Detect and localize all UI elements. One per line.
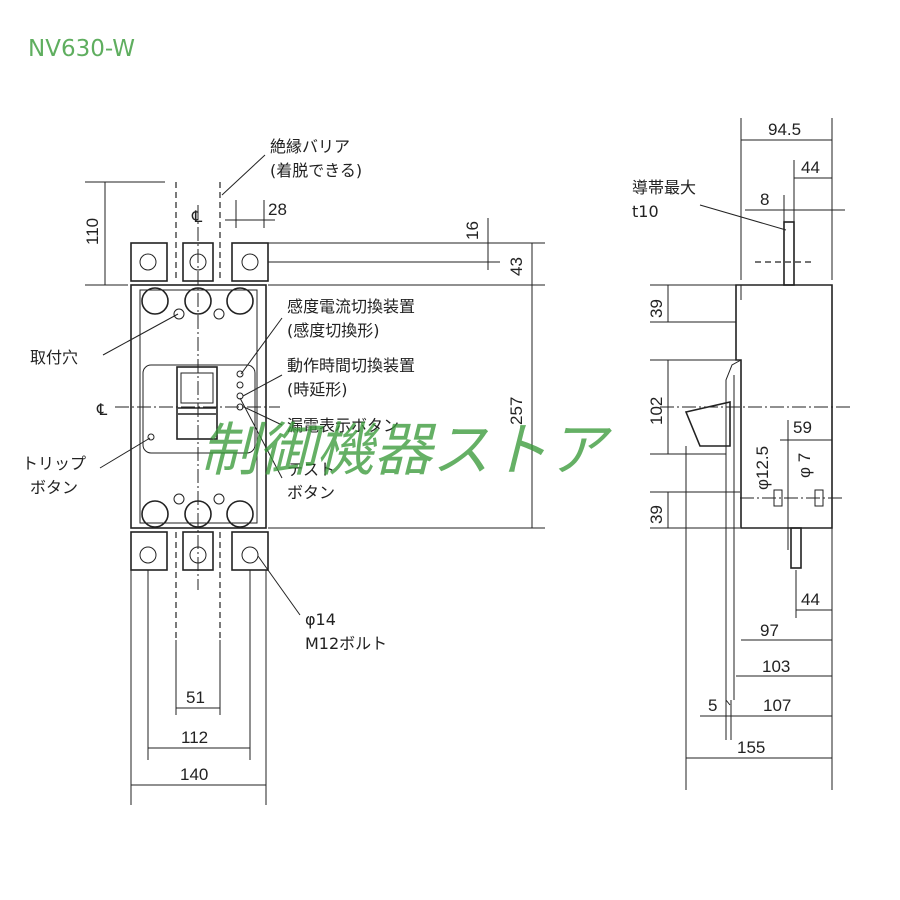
terminal-tab-right-bot — [231, 531, 269, 571]
label-test-1: テスト — [287, 460, 335, 479]
terminal-bolt-4 — [139, 546, 157, 564]
side-handle — [684, 400, 731, 447]
leader-time — [242, 374, 283, 397]
label-bolt-2: M12ボルト — [305, 634, 387, 653]
terminal-nut-4 — [141, 500, 169, 528]
bottom-terminals — [130, 493, 269, 571]
dim-59: 59 — [793, 418, 812, 437]
dim-94-5: 94.5 — [768, 120, 801, 139]
dim-257: 257 — [507, 397, 526, 425]
top-conductor — [783, 221, 795, 286]
label-sensitivity-1: 感度電流切換装置 — [287, 297, 415, 316]
dim-28: 28 — [268, 200, 287, 219]
leader-bolt — [257, 555, 301, 616]
terminal-nut-3 — [226, 287, 254, 315]
dim-phi-7: φ 7 — [795, 453, 814, 478]
handle-window — [180, 372, 214, 404]
dim-8: 8 — [760, 190, 769, 209]
terminal-nut-1 — [141, 287, 169, 315]
leader-test — [239, 397, 283, 479]
handle-frame — [176, 366, 218, 440]
label-trip-2: ボタン — [30, 478, 78, 497]
terminal-bolt-1 — [139, 253, 157, 271]
terminal-nut-6 — [226, 500, 254, 528]
model-title: NV630-W — [28, 36, 135, 62]
dim-103: 103 — [762, 657, 790, 676]
terminal-tab-right — [231, 242, 269, 282]
adjuster-dial-2 — [236, 381, 244, 389]
leader-mount-hole — [102, 313, 179, 356]
label-bolt-1: φ14 — [305, 610, 336, 629]
dim-107: 107 — [763, 696, 791, 715]
mount-hole-top-left — [173, 308, 185, 320]
dim-102: 102 — [647, 397, 666, 425]
dim-51: 51 — [186, 688, 205, 707]
label-barrier-2: (着脱できる) — [270, 161, 362, 180]
label-leak: 漏電表示ボタン — [287, 416, 399, 435]
terminal-bolt-6 — [241, 546, 259, 564]
label-conductor-1: 導帯最大 — [632, 178, 696, 197]
terminal-tab-left-bot — [130, 531, 168, 571]
centerline-symbol-left: ℄ — [96, 400, 108, 419]
dim-155: 155 — [737, 738, 765, 757]
dim-110: 110 — [83, 218, 102, 245]
dim-44-top: 44 — [801, 158, 820, 177]
mount-hole-bot-right — [213, 493, 225, 505]
side-body — [735, 284, 833, 529]
trip-button — [147, 433, 155, 441]
leader-trip — [99, 437, 151, 469]
terminal-bolt-3 — [241, 253, 259, 271]
watermark-text: 制御機器ストア — [200, 416, 612, 484]
dim-39-bot: 39 — [647, 505, 666, 524]
label-time-2: (時延形) — [287, 380, 348, 399]
side-view: 94.5 44 8 導帯最大 t10 39 102 39 φ12.5 φ 7 5… — [632, 118, 850, 790]
top-terminals — [130, 242, 269, 320]
leader-leak — [243, 406, 283, 426]
leader-sensitivity — [240, 317, 283, 375]
mount-hole-top-right — [213, 308, 225, 320]
mount-hole-bot-left — [173, 493, 185, 505]
dim-44-bot: 44 — [801, 590, 820, 609]
bottom-conductor — [790, 527, 802, 569]
dim-phi-12-5: φ12.5 — [753, 446, 772, 490]
label-barrier-1: 絶縁バリア — [270, 137, 350, 156]
label-test-2: ボタン — [287, 483, 335, 502]
adjuster-dial-1 — [236, 370, 244, 378]
dim-16: 16 — [463, 221, 482, 240]
bolt-head-2 — [814, 489, 824, 507]
dim-5: 5 — [708, 696, 717, 715]
label-sensitivity-2: (感度切換形) — [287, 321, 380, 340]
leader-conductor — [699, 204, 787, 231]
dim-39-top: 39 — [647, 299, 666, 318]
front-cover — [142, 364, 256, 454]
side-cover-profile — [725, 359, 742, 706]
terminal-tab-left — [130, 242, 168, 282]
bolt-head-1 — [773, 489, 783, 507]
dim-140: 140 — [180, 765, 208, 784]
label-time-1: 動作時間切換装置 — [287, 356, 415, 375]
dim-43: 43 — [507, 257, 526, 276]
label-trip-1: トリップ — [22, 454, 86, 473]
front-view: ℄ ℄ 110 28 16 43 257 51 112 — [22, 137, 545, 805]
label-mount-hole: 取付穴 — [30, 348, 78, 367]
centerline-symbol-top: ℄ — [191, 207, 203, 226]
leader-barrier — [221, 154, 266, 196]
dim-97: 97 — [760, 621, 779, 640]
dim-112: 112 — [181, 728, 208, 747]
label-conductor-2: t10 — [632, 202, 659, 221]
